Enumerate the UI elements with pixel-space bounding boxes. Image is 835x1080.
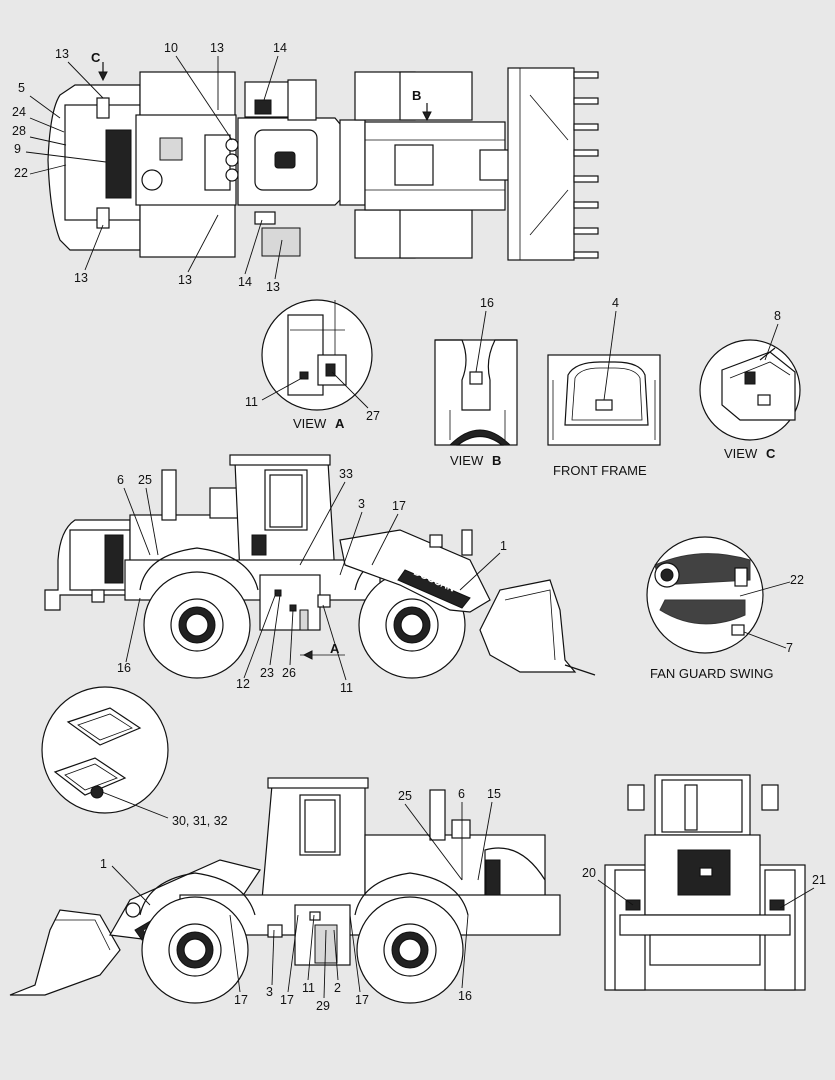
callout-3: 3	[266, 985, 273, 999]
callout-25: 25	[398, 789, 412, 803]
step-detail: 30, 31, 32	[41, 686, 228, 828]
callout-3: 3	[358, 497, 365, 511]
view-c-marker: C	[91, 50, 101, 65]
callout-20: 20	[582, 866, 596, 880]
callout-15: 15	[487, 787, 501, 801]
front-frame-detail: 4 FRONT FRAME	[547, 296, 661, 478]
callout-10: 10	[164, 41, 178, 55]
view-c-label: VIEW	[724, 446, 758, 461]
callout-21: 21	[812, 873, 826, 887]
callout-13: 13	[55, 47, 69, 61]
callout-17: 17	[392, 499, 406, 513]
callout-16: 16	[117, 661, 131, 675]
callout-7: 7	[786, 641, 793, 655]
rear-view: 20 21	[582, 774, 826, 991]
front-frame-label: FRONT FRAME	[553, 463, 647, 478]
view-a-detail: 11 27 VIEW A	[245, 299, 380, 431]
callout-1: 1	[500, 539, 507, 553]
callout-17: 17	[355, 993, 369, 1007]
callout-24: 24	[12, 105, 26, 119]
callout-11: 11	[245, 395, 258, 409]
view-a-letter: A	[335, 416, 345, 431]
callout-14: 14	[273, 41, 287, 55]
callout-22: 22	[790, 573, 804, 587]
callout-13: 13	[266, 280, 280, 294]
fan-guard-label: FAN GUARD SWING	[650, 666, 774, 681]
callout-14: 14	[238, 275, 252, 289]
callout-6: 6	[117, 473, 124, 487]
callout-11: 11	[302, 981, 315, 995]
callout-16: 16	[480, 296, 494, 310]
top-view: C B 13 10 13 14 5 24 28 9 22 13 13 14 13	[12, 41, 599, 294]
callout-5: 5	[18, 81, 25, 95]
bucket-teeth	[573, 71, 599, 259]
callout-33: 33	[339, 467, 353, 481]
view-b-letter: B	[492, 453, 501, 468]
callout-6: 6	[458, 787, 465, 801]
left-side-view: DOOSAN A 6 25 33 3 17 1 16 12 23 26 11	[44, 454, 596, 695]
callout-16: 16	[458, 989, 472, 1003]
view-b-label: VIEW	[450, 453, 484, 468]
callout-23: 23	[260, 666, 274, 680]
callout-22: 22	[14, 166, 28, 180]
step-callout-30-31-32: 30, 31, 32	[172, 814, 228, 828]
view-c-detail: 8 VIEW C	[699, 309, 801, 461]
view-b-marker: B	[412, 88, 421, 103]
callout-25: 25	[138, 473, 152, 487]
callout-17: 17	[234, 993, 248, 1007]
callout-17: 17	[280, 993, 294, 1007]
callout-11: 11	[340, 681, 353, 695]
callout-8: 8	[774, 309, 781, 323]
fan-guard-detail: 22 7 FAN GUARD SWING	[646, 536, 804, 681]
view-a-label: VIEW	[293, 416, 327, 431]
callout-26: 26	[282, 666, 296, 680]
callout-29: 29	[316, 999, 330, 1013]
callout-13: 13	[74, 271, 88, 285]
view-c-letter: C	[766, 446, 776, 461]
view-a-marker: A	[330, 641, 340, 656]
callout-1: 1	[100, 857, 107, 871]
callout-2: 2	[334, 981, 341, 995]
callout-9: 9	[14, 142, 21, 156]
callout-12: 12	[236, 677, 250, 691]
view-b-detail: 16 VIEW B	[434, 296, 518, 468]
callout-13: 13	[178, 273, 192, 287]
callout-28: 28	[12, 124, 26, 138]
callout-4: 4	[612, 296, 619, 310]
right-side-view: DOOSAN 1 25 6	[9, 777, 561, 1013]
callout-13: 13	[210, 41, 224, 55]
callout-27: 27	[366, 409, 380, 423]
